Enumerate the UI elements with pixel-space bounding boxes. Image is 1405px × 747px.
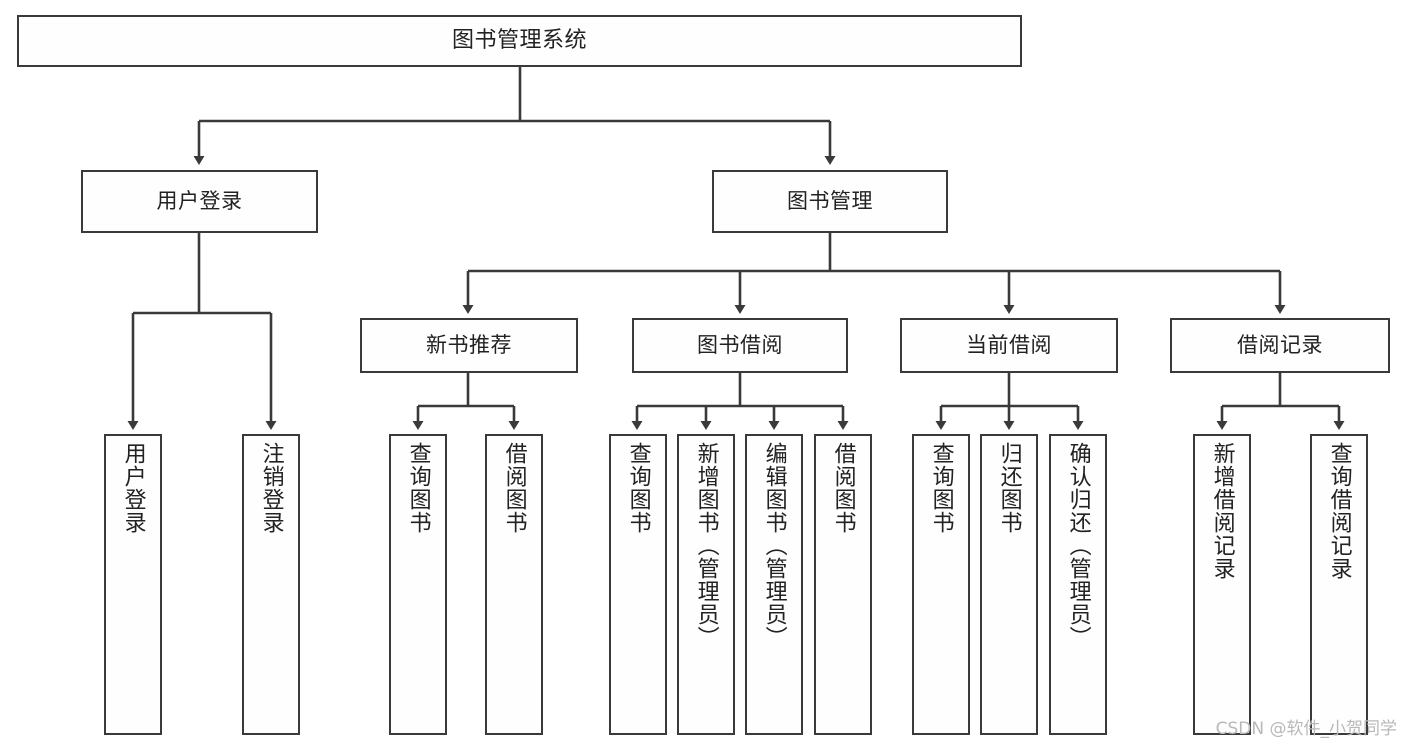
node-label: 新书推荐 — [426, 333, 512, 358]
node-label: 借阅图书 — [501, 442, 527, 534]
node-label: 查询借阅记录 — [1326, 442, 1352, 580]
node-label: 查询图书 — [405, 442, 431, 534]
node-label: 注销登录 — [258, 442, 284, 534]
node-new-book-recommend[interactable]: 新书推荐 — [360, 318, 578, 373]
node-label: 查询图书 — [625, 442, 651, 534]
node-current-borrow[interactable]: 当前借阅 — [900, 318, 1118, 373]
node-label: 确认归还（管理员） — [1065, 442, 1091, 649]
node-label: 借阅图书 — [830, 442, 856, 534]
node-label: 查询图书 — [928, 442, 954, 534]
leaf-edit-book[interactable]: 编辑图书（管理员） — [745, 434, 803, 735]
csdn-watermark: CSDN @软件_小贺同学 — [1215, 719, 1397, 739]
node-label: 借阅记录 — [1237, 333, 1323, 358]
leaf-user-login[interactable]: 用户登录 — [104, 434, 162, 735]
node-label: 当前借阅 — [966, 333, 1052, 358]
leaf-query-book-current[interactable]: 查询图书 — [912, 434, 970, 735]
leaf-borrow-book-recommend[interactable]: 借阅图书 — [485, 434, 543, 735]
node-label: 新增图书（管理员） — [693, 442, 719, 649]
node-book-borrow[interactable]: 图书借阅 — [632, 318, 848, 373]
leaf-add-borrow-record[interactable]: 新增借阅记录 — [1193, 434, 1251, 735]
leaf-query-book-borrow[interactable]: 查询图书 — [609, 434, 667, 735]
leaf-confirm-return[interactable]: 确认归还（管理员） — [1049, 434, 1107, 735]
leaf-query-book-recommend[interactable]: 查询图书 — [389, 434, 447, 735]
node-label: 编辑图书（管理员） — [761, 442, 787, 649]
node-label: 归还图书 — [996, 442, 1022, 534]
node-borrow-record[interactable]: 借阅记录 — [1170, 318, 1390, 373]
node-label: 图书管理 — [787, 189, 873, 214]
node-label: 图书借阅 — [697, 333, 783, 358]
leaf-logout[interactable]: 注销登录 — [242, 434, 300, 735]
node-label: 用户登录 — [156, 189, 243, 214]
node-user-login[interactable]: 用户登录 — [81, 170, 318, 233]
leaf-query-borrow-record[interactable]: 查询借阅记录 — [1310, 434, 1368, 735]
node-label: 新增借阅记录 — [1209, 442, 1235, 580]
node-root-system[interactable]: 图书管理系统 — [17, 15, 1022, 67]
leaf-return-book[interactable]: 归还图书 — [980, 434, 1038, 735]
leaf-borrow-book[interactable]: 借阅图书 — [814, 434, 872, 735]
node-label: 用户登录 — [120, 442, 146, 534]
node-book-management[interactable]: 图书管理 — [712, 170, 948, 233]
node-label: 图书管理系统 — [451, 28, 587, 54]
leaf-add-book[interactable]: 新增图书（管理员） — [677, 434, 735, 735]
